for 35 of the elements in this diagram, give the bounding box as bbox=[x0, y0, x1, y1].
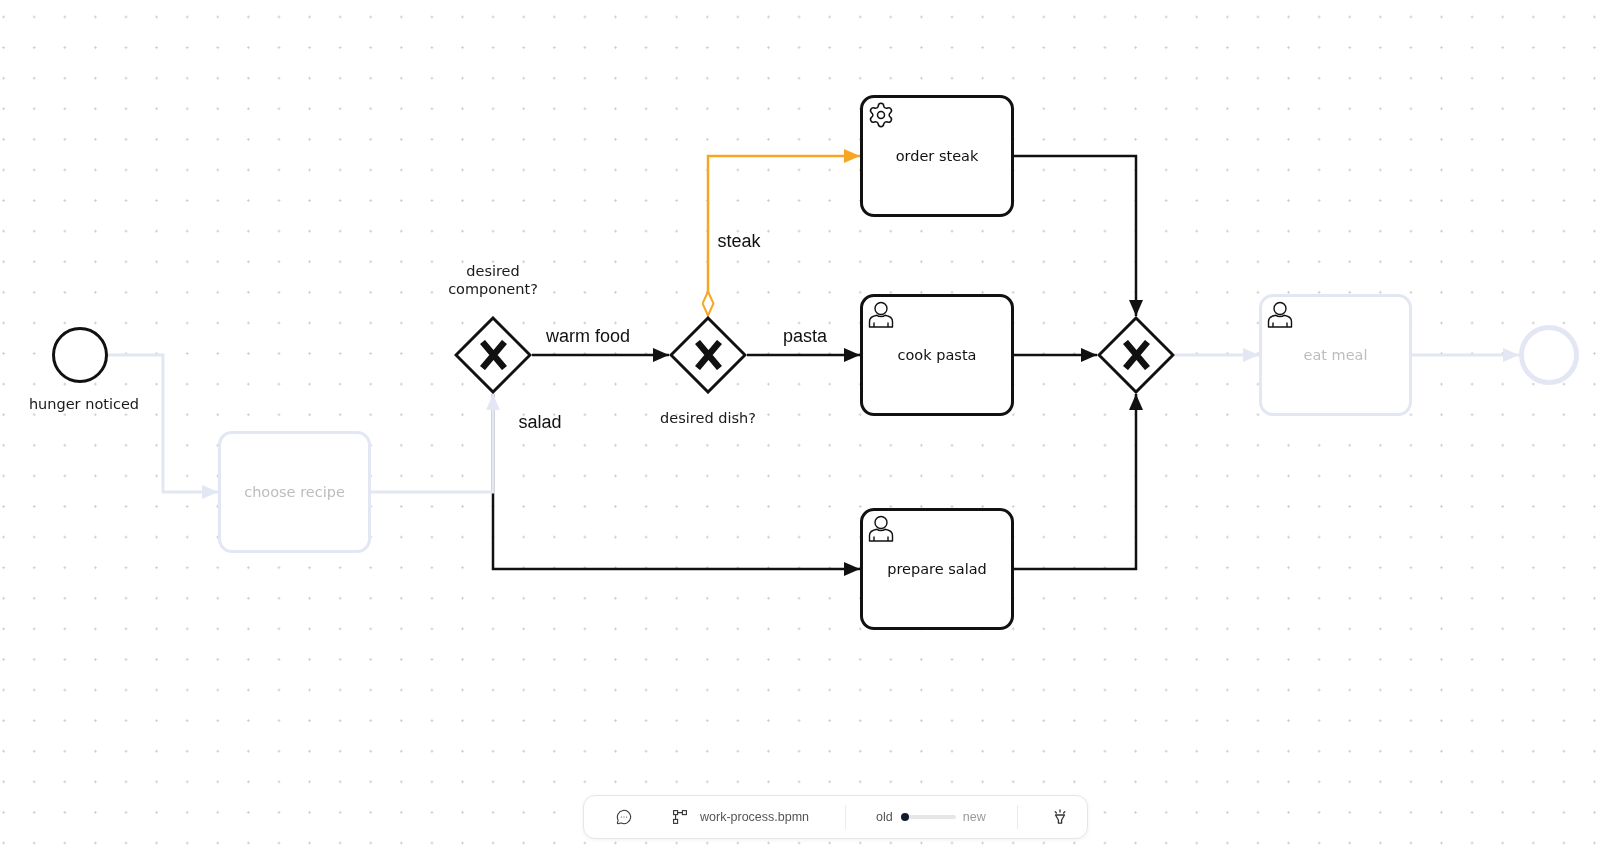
task-box bbox=[860, 95, 1014, 217]
task-box bbox=[860, 294, 1014, 416]
sequence-flow-arrow bbox=[371, 394, 500, 494]
start-event-circle bbox=[52, 327, 108, 383]
sequence-flow-arrow bbox=[108, 353, 218, 499]
slider-label: old bbox=[876, 810, 893, 824]
task-label: cook pasta bbox=[897, 346, 977, 364]
task-box bbox=[218, 431, 371, 553]
edge-label: salad bbox=[518, 411, 562, 433]
sequence-flow-arrow bbox=[1014, 348, 1097, 362]
sequence-flow-arrow bbox=[532, 348, 669, 362]
slider-label: new bbox=[962, 810, 986, 824]
gateway-diamond bbox=[454, 316, 532, 394]
task-box bbox=[1259, 294, 1412, 416]
file-name: work-process.bpmn bbox=[700, 810, 810, 824]
event-label: desired dish? bbox=[659, 409, 757, 427]
task-label: prepare salad bbox=[887, 560, 987, 578]
sequence-flow-arrow bbox=[1175, 348, 1259, 362]
sequence-flow-arrow bbox=[1412, 348, 1519, 362]
gateway-diamond bbox=[1097, 316, 1175, 394]
task-box bbox=[860, 508, 1014, 630]
sequence-flow-arrow bbox=[701, 149, 860, 317]
event-label: desired component? bbox=[447, 262, 539, 298]
event-label: hunger noticed bbox=[27, 395, 141, 413]
sequence-flow-arrow bbox=[747, 348, 860, 362]
gateway-diamond bbox=[669, 316, 747, 394]
edge-label: warm food bbox=[546, 325, 630, 347]
end-event-circle bbox=[1519, 325, 1579, 385]
task-label: choose recipe bbox=[244, 483, 345, 501]
task-label: eat meal bbox=[1303, 346, 1368, 364]
sequence-flow-arrow bbox=[1014, 394, 1143, 571]
task-label: order steak bbox=[895, 147, 979, 165]
edge-label: pasta bbox=[783, 325, 827, 347]
sequence-flow-arrow bbox=[1014, 154, 1143, 316]
edge-label: steak bbox=[717, 230, 761, 252]
